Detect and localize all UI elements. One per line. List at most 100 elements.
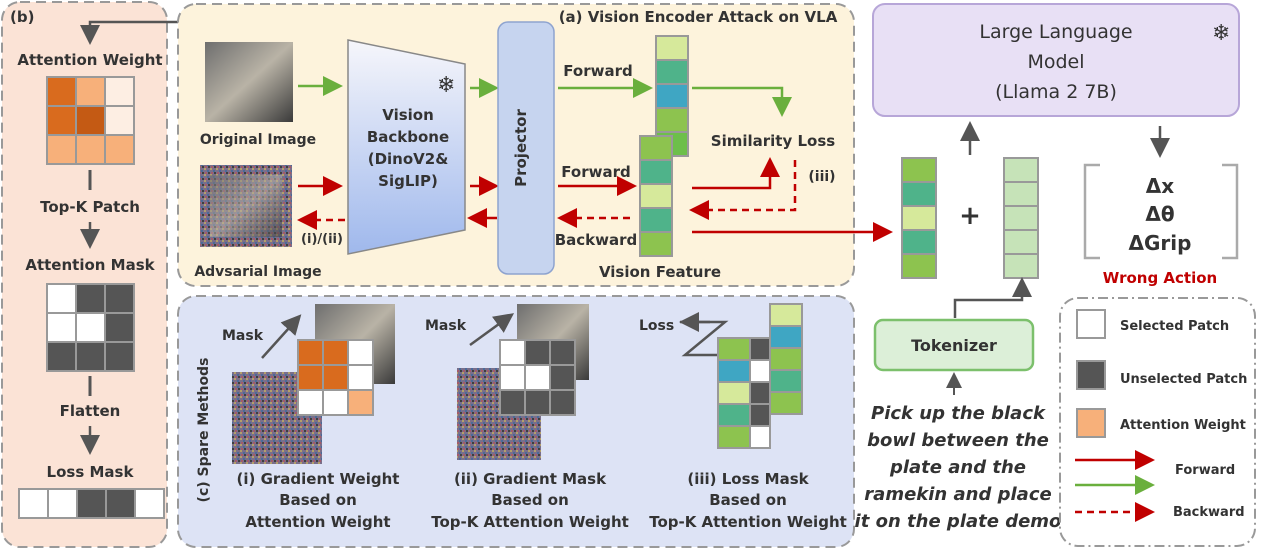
llm-vision-token xyxy=(901,157,937,183)
llm-vision-token xyxy=(901,181,937,207)
legend-attention-swatch xyxy=(1076,408,1106,438)
action-dgrip: ΔGrip xyxy=(1129,231,1192,255)
svg-text:Pick up the black: Pick up the black xyxy=(871,403,1046,424)
loss-mask-label: Loss Mask xyxy=(47,463,135,481)
action-output: Δx Δθ ΔGrip Wrong Action xyxy=(1083,163,1239,287)
svg-text:Top-K Attention Weight: Top-K Attention Weight xyxy=(649,513,847,531)
attention-cell xyxy=(75,76,106,107)
llm-line-1: Large Language xyxy=(979,21,1132,43)
mask-cell xyxy=(75,283,106,314)
feature-token xyxy=(639,159,673,185)
frozen-llm-icon: ❄ xyxy=(1212,21,1230,46)
svg-text:(i) Gradient Weight: (i) Gradient Weight xyxy=(237,470,400,488)
svg-text:ramekin and place: ramekin and place xyxy=(864,484,1051,505)
panel-a: (a) Vision Encoder Attack on VLA Origina… xyxy=(177,3,893,287)
vision-backbone-label: Vision Backbone (DinoV2& SigLIP) xyxy=(367,106,449,190)
feature-token xyxy=(655,107,689,133)
attention-weight-grid xyxy=(46,76,135,165)
mask-cell xyxy=(46,341,77,372)
method-ii-cell xyxy=(524,339,551,366)
llm-vision-token xyxy=(901,205,937,231)
feature-token xyxy=(655,59,689,85)
adversarial-image-label: Advsarial Image xyxy=(194,264,321,280)
original-image-label: Original Image xyxy=(200,132,316,148)
method-iii-mask-cell xyxy=(749,381,771,405)
feature-token xyxy=(655,83,689,109)
legend-attention-label: Attention Weight xyxy=(1120,418,1246,433)
method-ii-cell xyxy=(499,339,526,366)
svg-text:(ii) Gradient Mask: (ii) Gradient Mask xyxy=(454,470,607,488)
svg-text:(iii) Loss Mask: (iii) Loss Mask xyxy=(687,470,809,488)
panel-b: (b) Attention Weight Top-K Patch Attenti… xyxy=(1,1,412,548)
llm-line-2: Model xyxy=(1027,51,1084,73)
llm-text-tokens xyxy=(1003,157,1039,279)
flatten-label: Flatten xyxy=(60,402,121,420)
llm-text-token xyxy=(1003,205,1039,231)
attention-cell xyxy=(104,134,135,165)
projector-label: Projector xyxy=(512,109,530,187)
llm-vision-token xyxy=(901,229,937,255)
top-k-patch-label: Top-K Patch xyxy=(40,198,140,216)
svg-text:SigLIP): SigLIP) xyxy=(378,172,438,190)
mask-label-2: Mask xyxy=(425,318,467,334)
feature-token xyxy=(639,135,673,161)
forward-top-label: Forward xyxy=(563,62,632,80)
attention-cell xyxy=(75,105,106,136)
method-iii-feature xyxy=(717,403,751,427)
method-ii-cell xyxy=(499,389,526,416)
svg-text:Based on: Based on xyxy=(491,491,569,509)
vision-feature-label: Vision Feature xyxy=(599,263,721,281)
feature-token xyxy=(639,231,673,257)
svg-text:Based on: Based on xyxy=(279,491,357,509)
mask-cell xyxy=(104,283,135,314)
attention-mask-grid xyxy=(46,283,135,372)
legend-backward-label: Backward xyxy=(1173,505,1245,520)
projector xyxy=(497,21,555,275)
method-ii-grid xyxy=(499,339,576,416)
method-i-cell xyxy=(297,339,324,366)
method-iii-mask-cell xyxy=(749,359,771,383)
similarity-loss-label: Similarity Loss xyxy=(711,132,835,150)
method-i-grid xyxy=(297,339,374,416)
method-iii-feature xyxy=(769,391,803,415)
svg-text:bowl between the: bowl between the xyxy=(867,430,1049,451)
attention-cell xyxy=(46,105,77,136)
mask-cell xyxy=(75,341,106,372)
action-dtheta: Δθ xyxy=(1145,202,1174,226)
iii-label: (iii) xyxy=(808,169,835,185)
loss-mask-cell xyxy=(47,488,78,519)
wrong-action-label: Wrong Action xyxy=(1103,269,1217,287)
legend-unselected-swatch xyxy=(1076,360,1106,390)
method-i-caption: (i) Gradient Weight Based on Attention W… xyxy=(237,470,400,531)
feature-token xyxy=(639,207,673,233)
original-image xyxy=(205,42,293,122)
llm-text-token xyxy=(1003,181,1039,207)
mask-cell xyxy=(104,312,135,343)
svg-text:it on the plate demo: it on the plate demo xyxy=(855,511,1062,532)
plus-sign: + xyxy=(959,201,981,231)
llm-block: Large Language Model (Llama 2 7B) ❄ xyxy=(872,3,1240,117)
i-ii-label: (i)/(ii) xyxy=(301,232,343,247)
method-i-cell xyxy=(347,389,374,416)
method-iii-feature xyxy=(769,369,803,393)
svg-text:Based on: Based on xyxy=(709,491,787,509)
panel-b-tag: (b) xyxy=(10,8,34,26)
mask-cell xyxy=(46,283,77,314)
method-iii-features xyxy=(717,303,803,449)
legend-selected-swatch xyxy=(1076,309,1106,339)
loss-mask-cell xyxy=(105,488,136,519)
attention-cell xyxy=(104,76,135,107)
method-ii-cell xyxy=(549,339,576,366)
svg-text:(DinoV2&: (DinoV2& xyxy=(368,150,449,168)
method-i-cell xyxy=(347,339,374,366)
vision-backbone xyxy=(347,39,466,255)
method-iii-feature xyxy=(717,337,751,361)
mask-cell xyxy=(46,312,77,343)
legend: Selected Patch Unselected Patch Attentio… xyxy=(1059,297,1256,547)
method-iii-feature xyxy=(717,359,751,383)
legend-unselected-label: Unselected Patch xyxy=(1120,372,1247,387)
method-ii-cell xyxy=(499,364,526,391)
panel-c-side-label: (c) Spare Methods xyxy=(196,358,212,503)
llm-vision-token xyxy=(901,253,937,279)
method-i-cell xyxy=(297,389,324,416)
